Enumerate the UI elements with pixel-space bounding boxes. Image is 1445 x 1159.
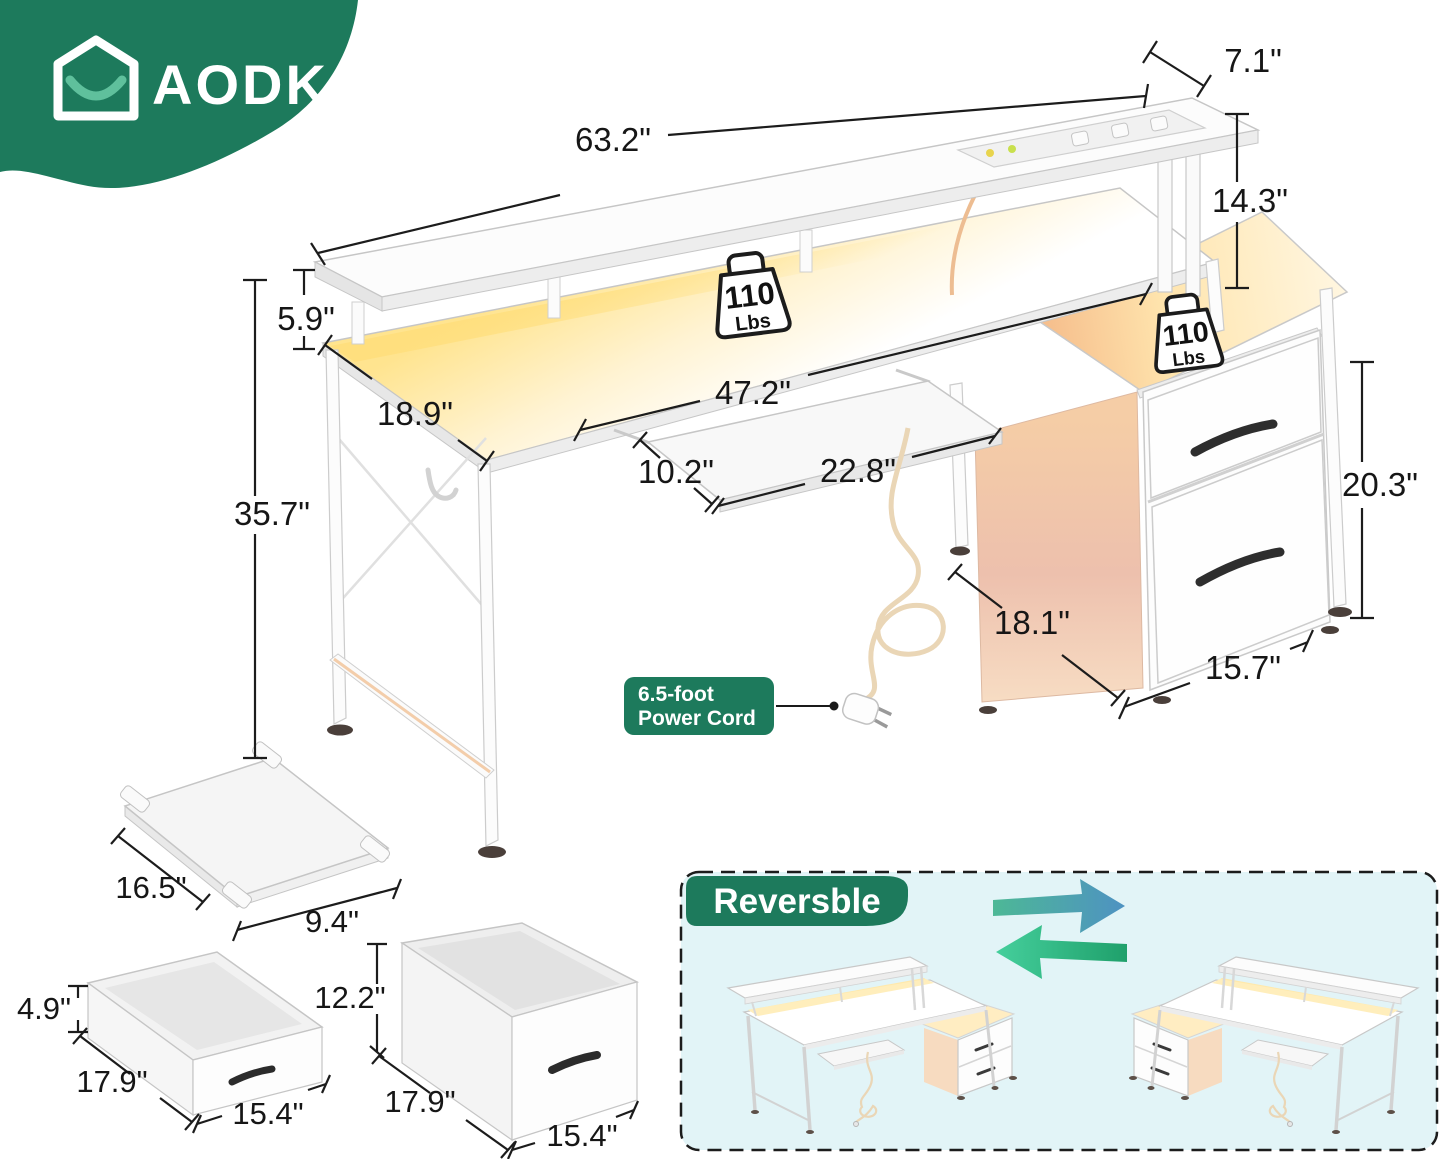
dim-label: 22.8" (820, 452, 896, 489)
dim-stand-depth: 16.5" (110, 827, 211, 911)
load-badge-desktop: 110 Lbs (715, 251, 792, 340)
swap-arrow-right (993, 879, 1125, 933)
dim-tray-acc-depth: 17.9" (72, 1027, 200, 1131)
file-box-handle (548, 1051, 601, 1074)
power-cord-label-line1: 6.5-foot (638, 683, 714, 706)
drawer-handle-bottom (1195, 547, 1285, 587)
dim-label: 17.9" (76, 1064, 147, 1099)
dim-overall-width: 63.2" (310, 83, 1150, 266)
load-value: 110 (723, 275, 777, 316)
reversible-panel: Reversble (679, 870, 1439, 1152)
load-unit: Lbs (1171, 345, 1206, 370)
dim-tray-acc-height: 4.9" (17, 984, 88, 1034)
dim-label: 18.1" (994, 604, 1070, 641)
dim-box-depth: 17.9" (371, 1047, 516, 1159)
monitor-stand-accessory (119, 741, 391, 909)
power-cord-label-line2: Power Cord (638, 707, 756, 730)
dim-shelf-depth: 7.1" (1142, 40, 1282, 98)
load-value: 110 (1161, 316, 1211, 353)
monitor-shelf (312, 97, 1261, 345)
dim-label: 14.3" (1212, 182, 1288, 219)
dim-label: 15.4" (546, 1118, 617, 1153)
dim-desktop-width: 47.2" (573, 282, 1153, 442)
dim-cabinet-width: 15.7" (1117, 629, 1315, 720)
dim-label: 15.4" (232, 1096, 303, 1131)
power-cord-label-box (624, 677, 774, 735)
dim-tray-width: 22.8" (711, 427, 1002, 515)
dim-shelf-height: 5.9" (277, 268, 335, 351)
brand-logo: AODK (0, 0, 358, 189)
house-icon (53, 35, 139, 121)
drawer-top (1147, 336, 1322, 500)
dim-label: 9.4" (305, 904, 359, 939)
dim-label: 47.2" (715, 374, 791, 411)
dim-label: 7.1" (1224, 42, 1282, 79)
dim-cabinet-depth: 18.1" (947, 563, 1126, 707)
dim-tray-depth: 10.2" (632, 431, 720, 513)
dim-box-width: 15.4" (506, 1100, 640, 1159)
dim-label: 17.9" (384, 1084, 455, 1119)
dim-label: 35.7" (234, 495, 310, 532)
power-strip (956, 109, 1207, 168)
brand-wordmark: AODK (152, 53, 329, 116)
dimensions: 63.2" 7.1" 14.3" 5.9" (17, 40, 1418, 1159)
tray-handle (228, 1065, 276, 1086)
drawer-divider (1147, 432, 1325, 504)
load-badge-side: 110 Lbs (1154, 292, 1225, 374)
side-hook (425, 467, 459, 501)
load-unit: Lbs (734, 310, 772, 336)
dim-label: 5.9" (277, 300, 335, 337)
shelf-left-edge (314, 261, 383, 312)
reversible-title: Reversble (713, 882, 880, 921)
dim-stand-width: 9.4" (231, 878, 403, 942)
dim-label: 10.2" (638, 453, 714, 490)
dim-label: 4.9" (17, 991, 71, 1026)
dim-label: 12.2" (314, 980, 385, 1015)
dim-label: 20.3" (1342, 466, 1418, 503)
file-box-accessory (400, 922, 640, 1142)
drawer-handle-top (1190, 419, 1278, 457)
dim-desk-depth: 18.9" (317, 334, 495, 472)
dim-cabinet-height: 20.3" (1342, 360, 1418, 620)
dim-label: 63.2" (575, 121, 651, 158)
swap-arrow-left (996, 925, 1127, 979)
cabinet-side-glow (974, 391, 1144, 703)
power-cord: 6.5-foot Power Cord (624, 427, 946, 735)
dim-label: 16.5" (115, 870, 186, 905)
left-leg-frame (325, 349, 506, 858)
dim-box-height: 12.2" (314, 942, 387, 1059)
file-cabinet-section (974, 211, 1349, 714)
dim-desk-height: 35.7" (234, 278, 310, 760)
reversible-tag (686, 876, 908, 926)
power-cord-callout: 6.5-foot Power Cord (624, 677, 839, 735)
dim-label: 18.9" (377, 395, 453, 432)
dim-hutch-clearance: 14.3" (1212, 112, 1288, 290)
dim-label: 15.7" (1205, 649, 1281, 686)
dim-tray-acc-width: 15.4" (191, 1074, 332, 1134)
drawer-tray-accessory (86, 951, 324, 1117)
plug (841, 692, 893, 729)
desktop-right-post (1205, 258, 1225, 334)
